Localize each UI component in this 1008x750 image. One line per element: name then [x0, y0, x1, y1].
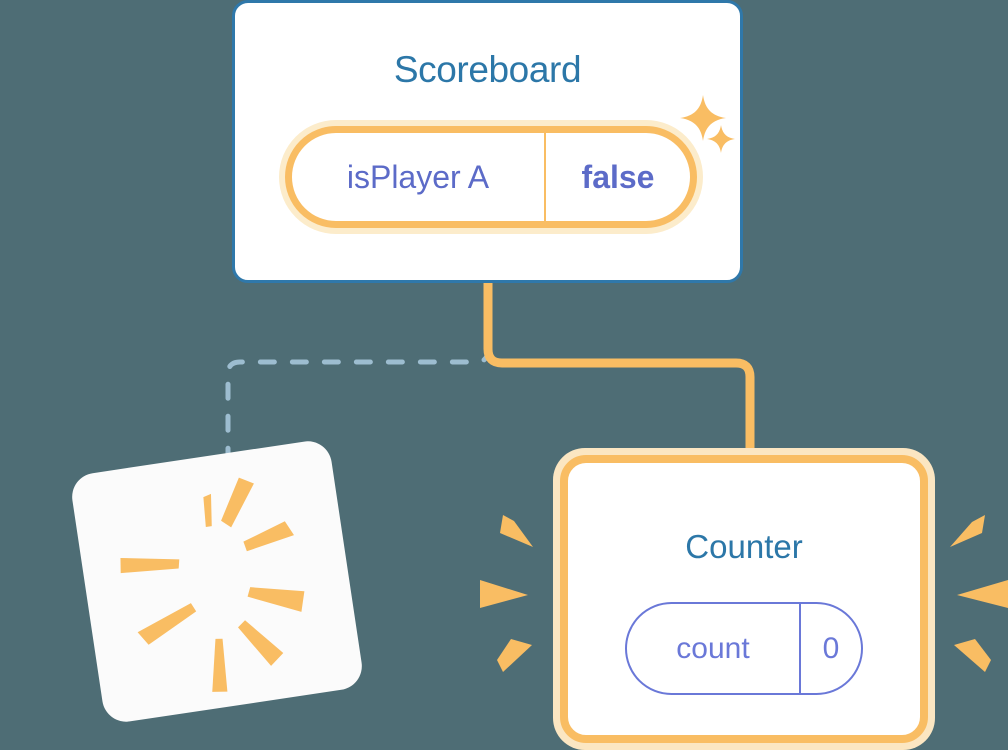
counter-burst-left-icon	[480, 515, 533, 672]
connector-scoreboard-to-blank-card	[225, 280, 491, 473]
sparkle-large-icon	[680, 95, 726, 141]
scoreboard-state-key: isPlayer A	[292, 133, 546, 221]
counter-card-glow: Counter count 0	[553, 448, 935, 750]
scoreboard-state-value: false	[581, 158, 655, 195]
counter-title: Counter	[685, 528, 803, 565]
counter-state-pill[interactable]: count 0	[625, 602, 863, 695]
counter-state-value: 0	[822, 631, 840, 665]
scoreboard-state-pill[interactable]: isPlayer A false	[285, 126, 697, 228]
scoreboard-title: Scoreboard	[393, 49, 582, 90]
counter-state-key: count	[627, 604, 801, 693]
connector-scoreboard-to-counter	[483, 283, 755, 460]
blank-card[interactable]	[68, 438, 366, 725]
scoreboard-card[interactable]: Scoreboard isPlayer A false	[232, 0, 743, 283]
scoreboard-pill-glow: isPlayer A false	[279, 120, 703, 234]
counter-burst-right-icon	[950, 515, 1008, 672]
counter-card[interactable]: Counter count 0	[560, 455, 928, 743]
blank-card-burst-icon	[120, 477, 305, 692]
sparkle-small-icon	[707, 125, 735, 153]
